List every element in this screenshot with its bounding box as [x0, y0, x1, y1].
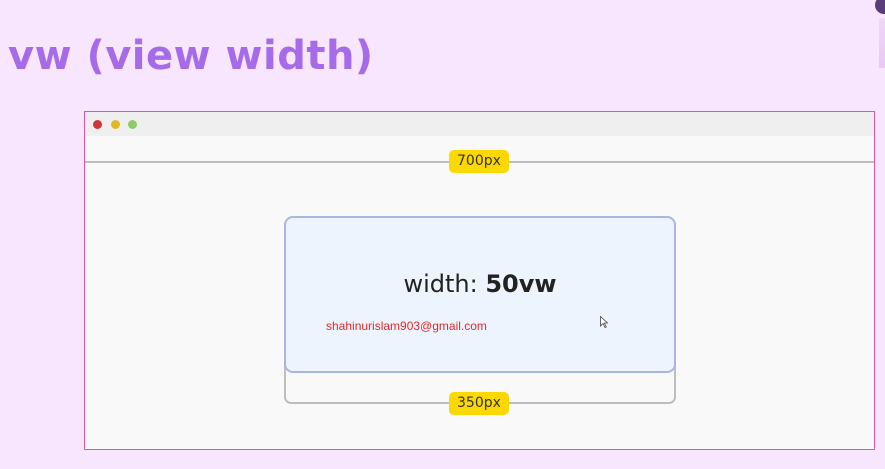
close-dot-icon	[93, 120, 102, 129]
minimize-dot-icon	[111, 120, 120, 129]
avatar	[875, 0, 885, 14]
css-property: width:	[403, 270, 486, 298]
maximize-dot-icon	[128, 120, 137, 129]
element-width-badge: 350px	[449, 392, 509, 415]
browser-window-mockup: 700px 350px width: 50vw shahinurislam903…	[84, 111, 875, 450]
mouse-cursor-icon	[600, 316, 608, 328]
viewport-width-badge: 700px	[449, 150, 509, 173]
demo-box: width: 50vw shahinurislam903@gmail.com	[284, 216, 676, 373]
edge-decoration	[879, 18, 885, 68]
css-declaration: width: 50vw	[286, 270, 674, 298]
browser-titlebar	[85, 112, 874, 136]
css-value: 50vw	[485, 270, 557, 298]
page-title: vw (view width)	[8, 33, 374, 79]
email-watermark: shahinurislam903@gmail.com	[326, 319, 487, 333]
